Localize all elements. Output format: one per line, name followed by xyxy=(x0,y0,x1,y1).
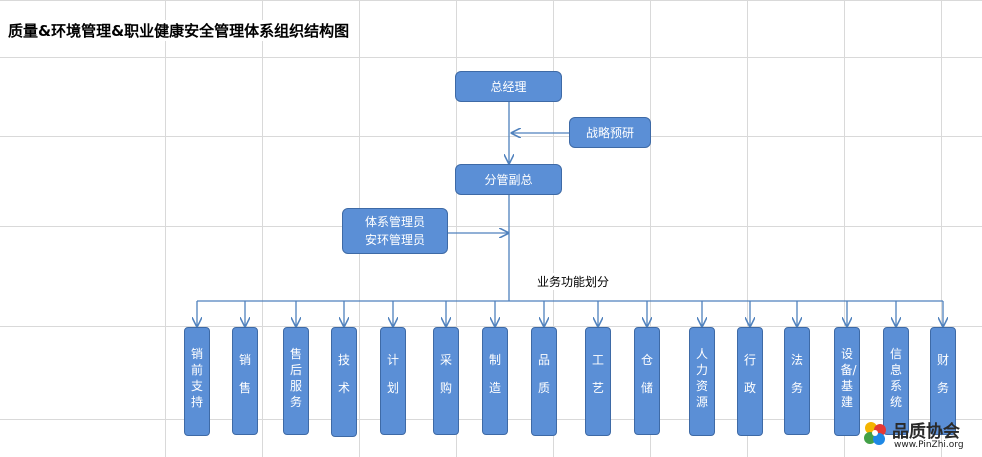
dept-after-sales: 售后服务 xyxy=(283,327,309,435)
dept-manufacturing: 制 造 xyxy=(482,327,508,435)
dept-admin: 行 政 xyxy=(737,327,763,436)
general-manager-label: 总经理 xyxy=(490,80,527,94)
dept-sales: 销 售 xyxy=(232,327,258,435)
general-manager-box: 总经理 xyxy=(455,71,562,102)
system-admin-label-2: 安环管理员 xyxy=(364,233,425,247)
dept-finance: 财 务 xyxy=(930,327,956,435)
vice-gm-label: 分管副总 xyxy=(484,173,533,187)
vice-gm-box: 分管副总 xyxy=(455,164,562,195)
dept-quality: 品 质 xyxy=(531,327,557,436)
dept-hr: 人力资源 xyxy=(689,327,715,436)
pinzhi-logo: 品质协会 www.PinZhi.org xyxy=(858,414,982,457)
dept-legal: 法 务 xyxy=(784,327,810,435)
dept-technology: 技 术 xyxy=(331,327,357,437)
system-admin-label-1: 体系管理员 xyxy=(364,215,425,229)
flower-logo-icon xyxy=(864,422,886,445)
page-title: 质量&环境管理&职业健康安全管理体系组织结构图 xyxy=(6,20,352,41)
strategy-research-box: 战略预研 xyxy=(569,117,651,148)
dept-pre-sales-support: 销前支持 xyxy=(184,327,210,436)
dept-equipment: 设备/基建 xyxy=(834,327,860,436)
dept-warehouse: 仓 储 xyxy=(634,327,660,435)
function-division-label: 业务功能划分 xyxy=(535,273,612,290)
dept-planning: 计 划 xyxy=(380,327,406,435)
strategy-research-label: 战略预研 xyxy=(585,126,634,140)
system-admin-box: 体系管理员 安环管理员 xyxy=(342,208,448,254)
dept-purchasing: 采 购 xyxy=(433,327,459,435)
dept-process: 工 艺 xyxy=(585,327,611,436)
dept-it: 信息系统 xyxy=(883,327,909,435)
